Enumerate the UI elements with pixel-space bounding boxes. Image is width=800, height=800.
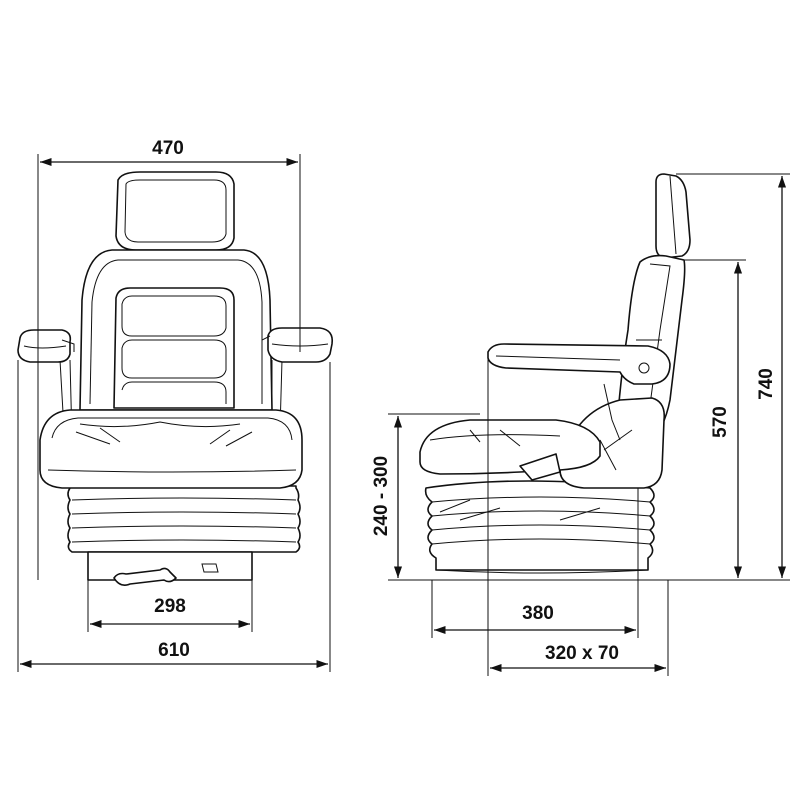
- front-suspension-base: [67, 485, 301, 586]
- front-right-armrest: [261, 327, 334, 363]
- dim-label-380: 380: [522, 603, 554, 624]
- dim-label-570: 570: [710, 406, 731, 438]
- lumbar-panel: [113, 287, 235, 409]
- side-armrest: [487, 343, 671, 441]
- height-lever-icon: [113, 567, 177, 586]
- front-seat-cushion: [39, 409, 303, 489]
- dim-label-610: 610: [158, 640, 190, 661]
- dim-label-298: 298: [154, 596, 186, 617]
- dimension-lines: [17, 154, 790, 676]
- dim-label-240-300: 240 - 300: [371, 456, 392, 536]
- side-seat-cushion: [419, 419, 601, 475]
- front-headrest: [115, 171, 235, 251]
- dim-label-740: 740: [756, 368, 777, 400]
- dim-label-470: 470: [152, 138, 184, 159]
- front-left-armrest: [17, 329, 75, 363]
- front-view-seat: [17, 171, 334, 586]
- dim-label-320x70: 320 x 70: [545, 643, 619, 664]
- side-suspension-base: [424, 480, 655, 574]
- side-view-seat: [419, 173, 691, 574]
